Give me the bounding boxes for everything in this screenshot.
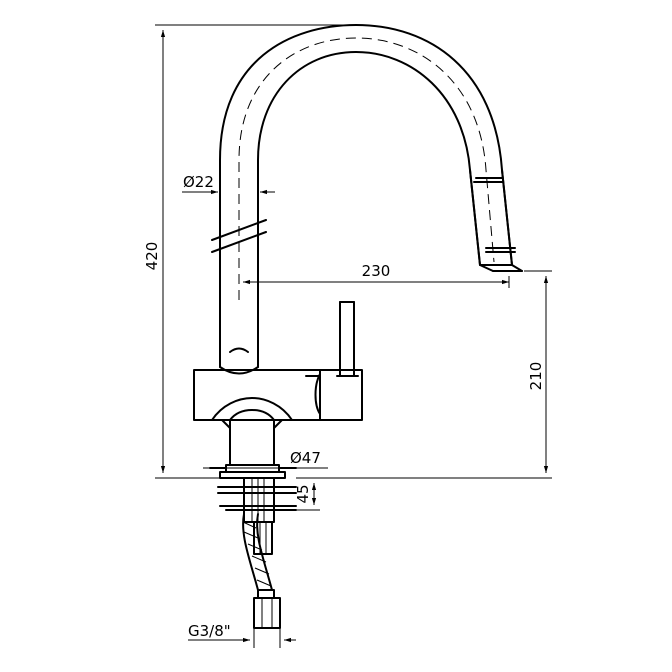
spout-inner-wall bbox=[257, 51, 481, 368]
spout-centerline bbox=[238, 37, 495, 300]
dimension-base-diameter: Ø47 bbox=[203, 449, 328, 469]
base-neck bbox=[211, 397, 293, 466]
dimension-total-height-label: 420 bbox=[143, 242, 161, 271]
dimension-tube-diameter: Ø22 bbox=[182, 173, 275, 195]
faucet-outline bbox=[193, 24, 523, 629]
dimension-spout-reach: 230 bbox=[243, 262, 510, 288]
spout-outer-wall bbox=[219, 24, 513, 368]
flexible-hose bbox=[242, 513, 281, 629]
dimension-hose-thread-label: G3/8" bbox=[188, 622, 231, 640]
spray-head bbox=[469, 169, 523, 272]
lever-handle bbox=[336, 301, 359, 377]
dimension-spout-clearance: 210 bbox=[296, 270, 552, 479]
dimension-mount-depth: 45 bbox=[294, 477, 320, 511]
spout-joint bbox=[229, 347, 249, 353]
break-mark bbox=[211, 219, 267, 253]
dimension-base-diameter-label: Ø47 bbox=[290, 449, 321, 467]
faucet-main-body bbox=[193, 369, 363, 421]
base-rings bbox=[209, 464, 297, 479]
dimension-mount-depth-label: 45 bbox=[294, 484, 312, 503]
dimension-spout-reach-label: 230 bbox=[362, 262, 391, 280]
dimension-hose-thread: G3/8" bbox=[188, 622, 296, 648]
dimension-total-height: 420 bbox=[143, 24, 356, 479]
dimension-tube-diameter-label: Ø22 bbox=[183, 173, 214, 191]
dimension-spout-clearance-label: 210 bbox=[527, 362, 545, 391]
